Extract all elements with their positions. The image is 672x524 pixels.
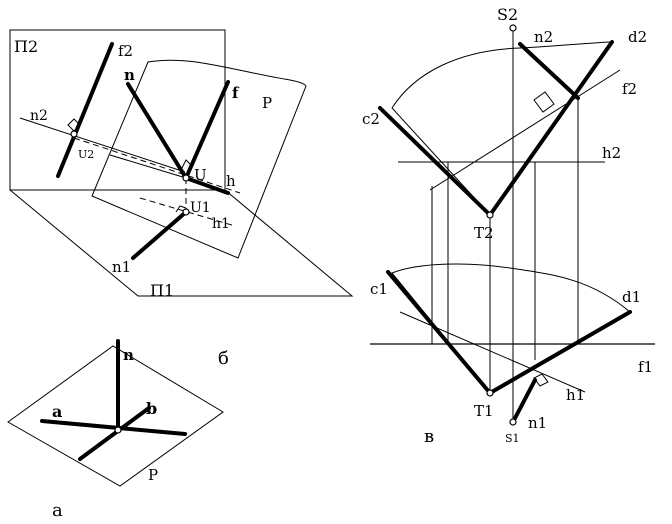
label-n2-left: n2 bbox=[30, 108, 48, 124]
label-n1-right: n1 bbox=[528, 414, 547, 432]
label-b: б bbox=[218, 348, 229, 369]
line-a-a bbox=[40, 419, 187, 436]
label-u2-left: U2 bbox=[78, 148, 94, 161]
label-p-a: P bbox=[148, 466, 158, 484]
caption-a: а bbox=[52, 500, 63, 521]
label-n-left: n bbox=[124, 66, 135, 84]
line-n2-right bbox=[518, 42, 580, 100]
label-pi2: П2 bbox=[14, 37, 38, 56]
point-t2 bbox=[486, 211, 494, 219]
figure-b: П2 f2 n f P n2 U2 U h U1 h1 n1 П1 б bbox=[9, 29, 354, 369]
label-s2: S2 bbox=[497, 5, 518, 24]
line-f2-left bbox=[56, 42, 114, 178]
line-n2-left bbox=[19, 117, 186, 173]
right-angle-u1 bbox=[175, 205, 187, 213]
point-u1 bbox=[182, 208, 190, 216]
line-d1 bbox=[488, 310, 632, 395]
line-n1-left bbox=[131, 210, 188, 260]
line-h1-left bbox=[139, 197, 236, 227]
label-u-left: U bbox=[194, 166, 207, 184]
label-n2-right: n2 bbox=[534, 28, 553, 46]
label-a-a: a bbox=[52, 402, 62, 421]
line-n-left bbox=[126, 82, 188, 180]
figure-v: S2 n2 d2 c2 f2 h2 T2 c1 d1 f1 h1 T1 n1 S… bbox=[362, 5, 655, 447]
label-h1-right: h1 bbox=[566, 386, 585, 404]
plane-pi1 bbox=[9, 189, 354, 297]
label-h1-left: h1 bbox=[212, 216, 230, 232]
label-c2: c2 bbox=[362, 110, 380, 128]
plane-p bbox=[91, 59, 307, 259]
line-b-a bbox=[78, 406, 151, 461]
label-n1-left: n1 bbox=[112, 258, 131, 276]
point-u bbox=[182, 174, 190, 182]
caption-v: в bbox=[424, 426, 434, 447]
plane-pi2 bbox=[9, 29, 226, 191]
label-f-left: f bbox=[232, 84, 240, 102]
line-h-left bbox=[184, 176, 230, 195]
point-intersection-a bbox=[114, 426, 122, 434]
line-dashed-upper bbox=[73, 137, 241, 194]
point-s1 bbox=[509, 418, 517, 426]
label-pi1: П1 bbox=[150, 281, 174, 300]
label-f2-right: f2 bbox=[622, 80, 637, 98]
label-d2: d2 bbox=[628, 28, 647, 46]
label-t2: T2 bbox=[474, 224, 494, 242]
right-angle-u bbox=[181, 159, 193, 169]
line-f2-right bbox=[429, 69, 621, 191]
label-f2-left: f2 bbox=[118, 42, 133, 60]
label-d1: d1 bbox=[622, 288, 641, 306]
label-u1-left: U1 bbox=[190, 200, 211, 216]
label-h2: h2 bbox=[602, 144, 621, 162]
right-angle-upper bbox=[533, 91, 555, 113]
figure-a: n a b P а bbox=[7, 339, 224, 521]
label-b-a: b bbox=[146, 399, 157, 418]
label-f1: f1 bbox=[638, 358, 653, 376]
line-c1 bbox=[386, 270, 492, 395]
line-n1-right bbox=[511, 378, 537, 424]
right-angle-lower bbox=[533, 373, 549, 387]
point-s2 bbox=[509, 24, 517, 32]
line-h-extension bbox=[109, 154, 187, 179]
label-h-left: h bbox=[226, 172, 236, 190]
line-c2 bbox=[378, 106, 492, 217]
line-d2 bbox=[488, 40, 614, 217]
label-c1: c1 bbox=[370, 280, 388, 298]
line-f-left bbox=[184, 80, 230, 180]
label-t1: T1 bbox=[474, 402, 494, 420]
label-n-a: n bbox=[123, 346, 134, 364]
point-u2 bbox=[70, 130, 78, 138]
plane-p-a bbox=[7, 345, 224, 487]
plane-lower bbox=[391, 263, 631, 394]
point-t1 bbox=[486, 389, 494, 397]
label-p-left: P bbox=[262, 94, 272, 112]
label-s1: S1 bbox=[505, 432, 520, 445]
plane-upper bbox=[391, 41, 613, 216]
